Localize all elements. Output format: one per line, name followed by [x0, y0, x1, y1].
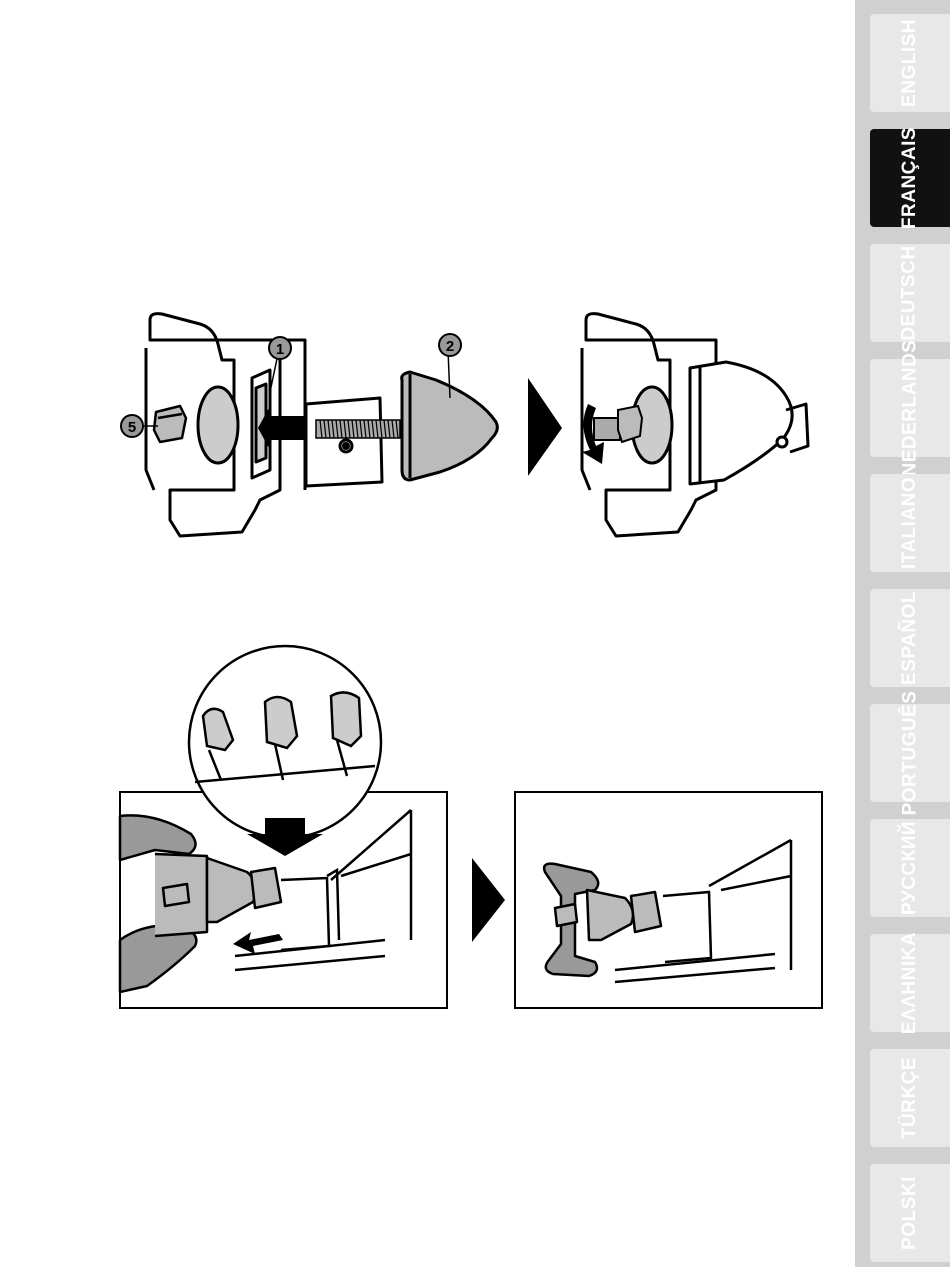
language-tab-label: ENGLISH: [870, 14, 950, 112]
language-tab-6[interactable]: PORTUGUÊS: [870, 704, 950, 802]
language-tab-7[interactable]: РУССКИЙ: [870, 819, 950, 917]
nut-illustration: [154, 406, 186, 442]
language-label-text: ENGLISH: [899, 19, 921, 107]
language-label-text: NEDERLANDS: [899, 340, 921, 477]
language-tab-10[interactable]: POLSKI: [870, 1164, 950, 1262]
language-tab-label: DEUTSCH: [870, 244, 950, 342]
svg-text:2: 2: [446, 338, 454, 355]
svg-text:1: 1: [276, 341, 284, 358]
language-tab-9[interactable]: TÜRKÇE: [870, 1049, 950, 1147]
language-label-text: РУССКИЙ: [899, 821, 921, 915]
language-tab-label: POLSKI: [870, 1164, 950, 1262]
language-tab-0[interactable]: ENGLISH: [870, 14, 950, 112]
language-label-text: ITALIANO: [899, 477, 921, 569]
clamp-boss: [198, 387, 238, 463]
language-label-text: PORTUGUÊS: [899, 691, 921, 816]
language-tab-label: РУССКИЙ: [870, 819, 950, 917]
language-tab-label: TÜRKÇE: [870, 1049, 950, 1147]
pedals-mounting-illustration: [115, 640, 830, 1020]
language-tab-1[interactable]: FRANÇAIS: [870, 129, 950, 227]
step-arrow-bottom: [472, 858, 505, 942]
clamp-assembly-illustration: 1 2 5: [110, 300, 830, 560]
svg-text:5: 5: [128, 419, 136, 436]
language-tab-5[interactable]: ESPAÑOL: [870, 589, 950, 687]
language-label-text: POLSKI: [899, 1176, 921, 1250]
language-tab-label: ESPAÑOL: [870, 589, 950, 687]
step-arrow-top: [528, 378, 562, 476]
language-label-text: ΕΛΛΗΝΙΚΑ: [899, 932, 921, 1034]
language-label-text: TÜRKÇE: [899, 1057, 921, 1139]
language-tab-label: NEDERLANDS: [870, 359, 950, 457]
language-tab-8[interactable]: ΕΛΛΗΝΙΚΑ: [870, 934, 950, 1032]
language-tab-label: PORTUGUÊS: [870, 704, 950, 802]
language-tab-4[interactable]: ITALIANO: [870, 474, 950, 572]
language-label-text: DEUTSCH: [899, 245, 921, 340]
language-tab-3[interactable]: NEDERLANDS: [870, 359, 950, 457]
language-tab-2[interactable]: DEUTSCH: [870, 244, 950, 342]
threaded-bolt: [316, 420, 400, 438]
language-label-text: FRANÇAIS: [899, 127, 921, 229]
language-tab-label: ITALIANO: [870, 474, 950, 572]
pedals-magnifier: [189, 646, 381, 838]
language-tab-label: FRANÇAIS: [870, 129, 950, 227]
language-label-text: ESPAÑOL: [899, 591, 921, 685]
callout-5: 5: [121, 415, 158, 437]
language-tab-label: ΕΛΛΗΝΙΚΑ: [870, 934, 950, 1032]
